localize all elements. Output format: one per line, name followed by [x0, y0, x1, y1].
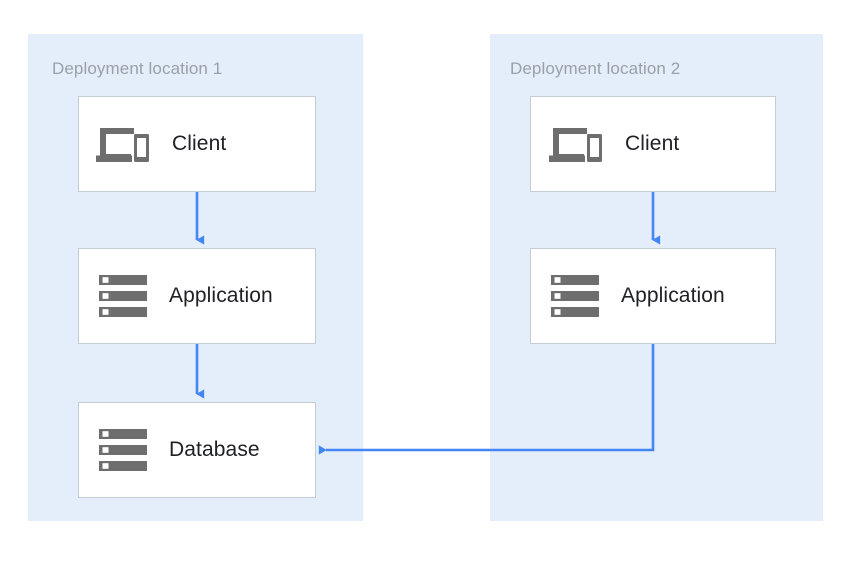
node-application-1-label: Application: [169, 284, 273, 307]
server-icon: [551, 275, 599, 317]
node-client-2-label: Client: [625, 132, 680, 155]
node-application-2[interactable]: Application: [530, 248, 776, 344]
node-database-label: Database: [169, 438, 260, 461]
server-icon: [99, 429, 147, 471]
node-application-1[interactable]: Application: [78, 248, 316, 344]
node-client-1-label: Client: [172, 132, 227, 155]
devices-icon: [549, 124, 603, 164]
node-client-1[interactable]: Client: [78, 96, 316, 192]
node-client-2[interactable]: Client: [530, 96, 776, 192]
deployment-location-2-label: Deployment location 2: [510, 59, 681, 78]
deployment-location-1-label: Deployment location 1: [52, 59, 223, 78]
devices-icon: [96, 124, 150, 164]
node-database[interactable]: Database: [78, 402, 316, 498]
node-application-2-label: Application: [621, 284, 725, 307]
server-icon: [99, 275, 147, 317]
